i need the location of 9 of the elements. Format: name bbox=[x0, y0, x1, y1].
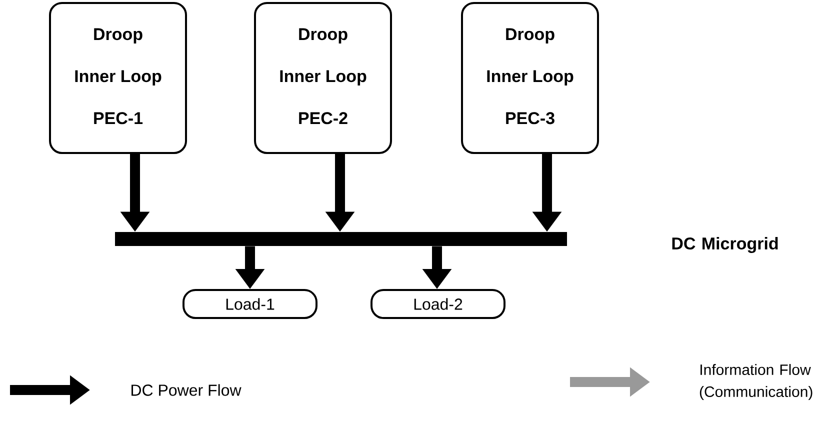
legend-text: DC Power Flow bbox=[132, 384, 242, 396]
load-box: Load-2 bbox=[370, 289, 506, 319]
bus-bar bbox=[115, 232, 567, 246]
legend-text: Information Flow (Communication) bbox=[700, 364, 812, 400]
controller-box: Droop Inner Loop PEC-3 bbox=[461, 2, 599, 154]
load-box: Load-1 bbox=[182, 289, 318, 319]
bus-label: DC Microgrid bbox=[672, 237, 778, 253]
controller-box: Droop Inner Loop PEC-1 bbox=[49, 2, 187, 154]
controller-box: Droop Inner Loop PEC-2 bbox=[254, 2, 392, 154]
